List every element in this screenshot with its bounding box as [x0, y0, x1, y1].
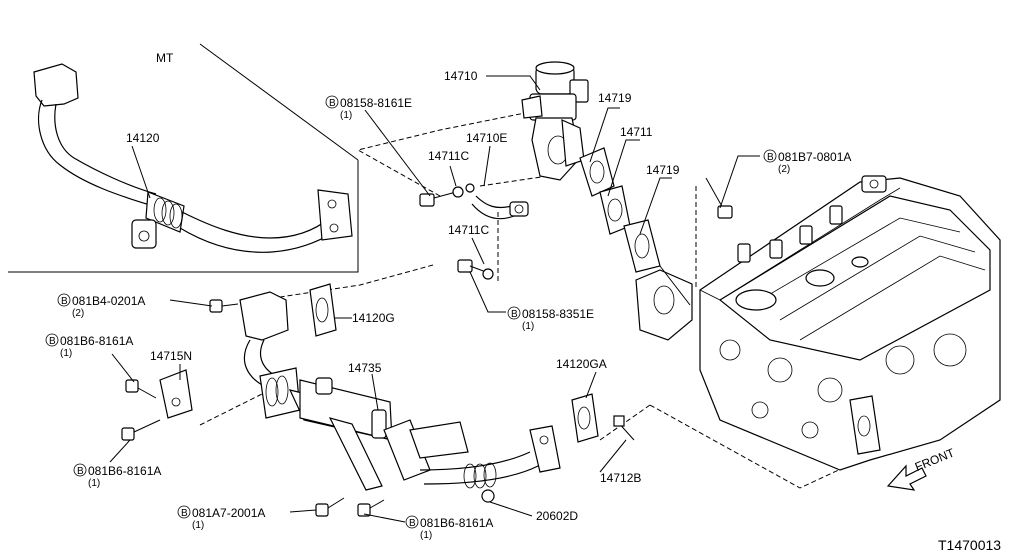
- egr-valve: [521, 61, 589, 181]
- head-ports: [719, 333, 967, 439]
- callout-14120g: 14120G: [352, 311, 395, 325]
- mt-inset: MT: [8, 43, 359, 273]
- bolt-qty-b7: (1): [192, 520, 204, 531]
- bolt-code-b5: 081B6-8161A: [60, 334, 133, 348]
- callout-14712b: 14712B: [600, 471, 641, 485]
- bolt-callout-08158-8351e: B 08158-8351E (1): [507, 306, 594, 332]
- callout-14711c-a: 14711C: [428, 149, 469, 163]
- bolt-callout-081b6-8161a-c: B 081B6-8161A (1): [405, 515, 493, 541]
- egr-cooler: [239, 291, 561, 491]
- bolt-code-b6: 081B6-8161A: [88, 464, 161, 478]
- callouts: 14710 14719 14711 14719 14710E 14711C 14…: [126, 69, 680, 523]
- bolt-callout-081b7-0801a: B 081B7-0801A (2): [763, 149, 851, 175]
- bolt-callout-081b6-8161a-b: B 081B6-8161A (1): [73, 463, 161, 489]
- callout-14710e: 14710E: [466, 131, 507, 145]
- bolt-callout-081a7-2001a: B 081A7-2001A (1): [177, 505, 265, 531]
- callout-14735: 14735: [348, 361, 382, 375]
- bolt-code-b8: 081B6-8161A: [420, 516, 493, 530]
- bolt-qty-b6: (1): [88, 478, 100, 489]
- bolt-prefix-b4: B: [61, 296, 68, 307]
- bolt-code-b4: 081B4-0201A: [72, 294, 145, 308]
- callout-14711: 14711: [620, 125, 653, 139]
- gasket-14120ga: [571, 393, 599, 443]
- bolt-callouts: B 08158-8161E (1) B 08158-8351E (1) B 08…: [45, 95, 851, 541]
- bolt-callout-081b6-8161a-a: B 081B6-8161A (1): [45, 333, 133, 359]
- bolt-code-b7: 081A7-2001A: [192, 506, 265, 520]
- bolt-code-b2: 08158-8351E: [522, 307, 594, 321]
- camshaft-caps: [737, 205, 843, 263]
- inset-label: MT: [156, 51, 174, 65]
- callout-20602d: 20602D: [536, 509, 578, 523]
- egr-small-tube: [471, 195, 529, 220]
- bolt-qty-b4: (2): [72, 308, 84, 319]
- callout-14710: 14710: [444, 69, 478, 83]
- bolt-prefix-b8: B: [409, 518, 416, 529]
- bolt-prefix-b3: B: [767, 152, 774, 163]
- callout-14711c-b: 14711C: [448, 223, 489, 237]
- bolt-prefix-b6: B: [77, 466, 84, 477]
- bolt-code-b1: 08158-8161E: [340, 96, 412, 110]
- bolts-lower: [121, 299, 495, 517]
- inset-egr-pipe: [33, 63, 353, 253]
- leader-lines: [109, 75, 760, 523]
- callout-14715n: 14715N: [150, 349, 192, 363]
- bolt-callout-081b4-0201a: B 081B4-0201A (2): [57, 293, 145, 319]
- callout-14120ga: 14120GA: [556, 357, 607, 371]
- bolt-prefix-b5: B: [49, 336, 56, 347]
- bolt-qty-b3: (2): [778, 164, 790, 175]
- cylinder-head: [699, 175, 1001, 471]
- bolt-code-b3: 081B7-0801A: [778, 150, 851, 164]
- bolt-callout-08158-8161e: B 08158-8161E (1): [325, 95, 412, 121]
- bolt-qty-b5: (1): [60, 348, 72, 359]
- front-label: FRONT: [913, 445, 957, 474]
- diagram-code: T1470013: [938, 537, 1001, 553]
- egr-gaskets: [579, 147, 693, 341]
- bolt-qty-b2: (1): [522, 321, 534, 332]
- bolt-prefix-b7: B: [181, 508, 188, 519]
- bolt-prefix-b1: B: [329, 98, 336, 109]
- stud-14712b: [613, 415, 635, 441]
- bolt-qty-b8: (1): [420, 530, 432, 541]
- gasket-14120g: [309, 283, 337, 337]
- bolts-upper: [419, 183, 494, 280]
- callout-14719-a: 14719: [598, 91, 632, 105]
- bracket-14715n: [159, 369, 193, 419]
- callout-14719-b: 14719: [646, 163, 680, 177]
- callout-14120: 14120: [126, 131, 160, 145]
- bolt-prefix-b2: B: [511, 309, 518, 320]
- bolt-qty-b1: (1): [340, 110, 352, 121]
